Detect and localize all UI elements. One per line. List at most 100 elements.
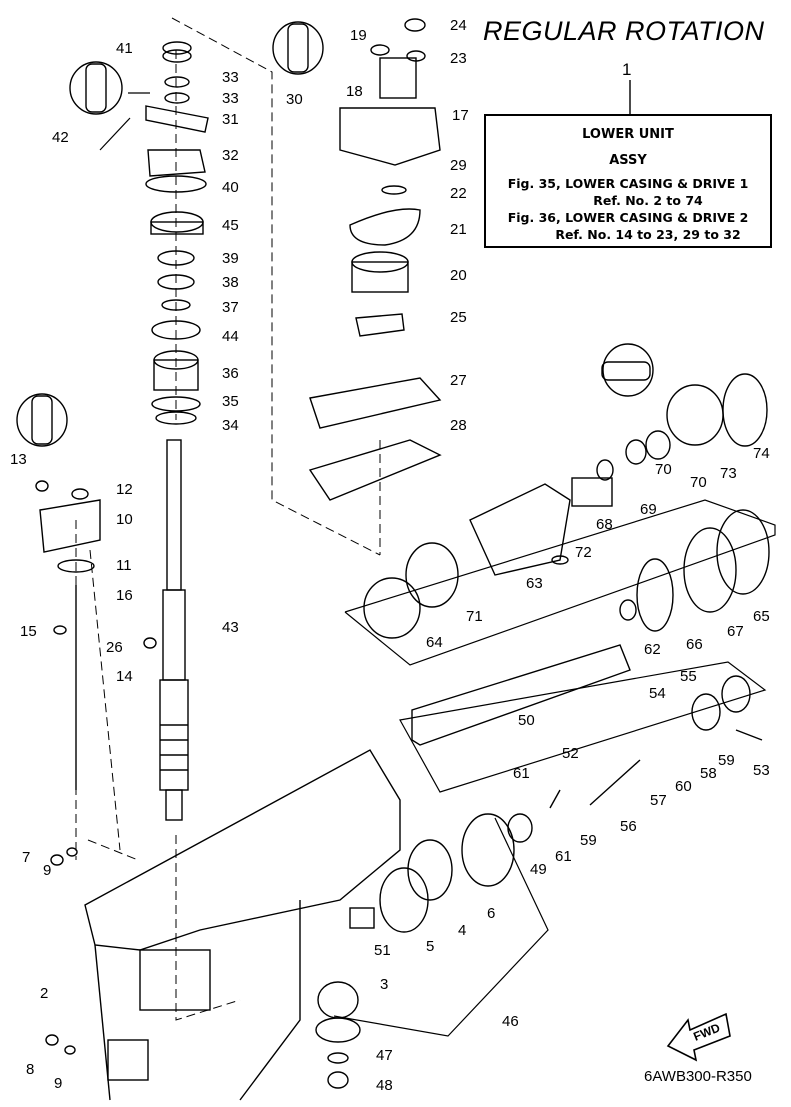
- callout-44: 44: [222, 328, 239, 345]
- callout-12: 12: [116, 481, 133, 498]
- callout-38: 38: [222, 274, 239, 291]
- callout-33-b: 33: [222, 90, 239, 107]
- callout-70-a: 70: [655, 461, 672, 478]
- page-title: REGULAR ROTATION: [483, 16, 765, 46]
- callout-18: 18: [346, 83, 363, 100]
- callout-62: 62: [644, 641, 661, 658]
- shift-linkage: [35, 480, 157, 1055]
- callout-73: 73: [720, 465, 737, 482]
- callout-59-a: 59: [718, 752, 735, 769]
- callout-51: 51: [374, 942, 391, 959]
- callout-9-b: 9: [54, 1075, 62, 1092]
- callout-64: 64: [426, 634, 443, 651]
- callout-27: 27: [450, 372, 467, 389]
- callout-19: 19: [350, 27, 367, 44]
- grease-tube-icon-d: [601, 343, 654, 397]
- callout-49: 49: [530, 861, 547, 878]
- callout-29: 29: [450, 157, 467, 174]
- water-pump-stack: [308, 18, 442, 501]
- callout-72: 72: [575, 544, 592, 561]
- fwd-arrow-icon: FWD: [666, 1012, 731, 1062]
- callout-24: 24: [450, 17, 467, 34]
- shaft-bearing-stack: [145, 41, 209, 425]
- callout-23: 23: [450, 50, 467, 67]
- callout-71: 71: [466, 608, 483, 625]
- drive-shaft: [159, 439, 189, 821]
- callout-57: 57: [650, 792, 667, 809]
- grease-tube-icon-b: [272, 21, 324, 75]
- callout-53: 53: [753, 762, 770, 779]
- info-box-line-5: Fig. 36, LOWER CASING & DRIVE 2: [507, 210, 749, 225]
- callout-26: 26: [106, 639, 123, 656]
- callout-61-a: 61: [513, 765, 530, 782]
- callout-13: 13: [10, 451, 27, 468]
- callout-45: 45: [222, 217, 239, 234]
- callout-22: 22: [450, 185, 467, 202]
- callout-36: 36: [222, 365, 239, 382]
- callout-17: 17: [452, 107, 469, 124]
- reference-callouts: 41 33 33 31 42 32 40 45 39 38 37 44 36 3…: [10, 17, 770, 1094]
- info-box-line-4: Ref. No. 2 to 74: [593, 193, 703, 208]
- callout-20: 20: [450, 267, 467, 284]
- callout-15: 15: [20, 623, 37, 640]
- callout-54: 54: [649, 685, 666, 702]
- callout-3: 3: [380, 976, 388, 993]
- callout-61-b: 61: [555, 848, 572, 865]
- callout-4: 4: [458, 922, 466, 939]
- callout-63: 63: [526, 575, 543, 592]
- callout-31: 31: [222, 111, 239, 128]
- callout-30: 30: [286, 91, 303, 108]
- propeller-shaft-components: [315, 373, 770, 1089]
- subassembly-brackets: [99, 92, 776, 1037]
- callout-70-b: 70: [690, 474, 707, 491]
- callout-10: 10: [116, 511, 133, 528]
- callout-32: 32: [222, 147, 239, 164]
- callout-52: 52: [562, 745, 579, 762]
- grease-tube-icon-c: [16, 393, 68, 447]
- callout-69: 69: [640, 501, 657, 518]
- callout-58: 58: [700, 765, 717, 782]
- callout-41: 41: [116, 40, 133, 57]
- callout-55: 55: [680, 668, 697, 685]
- callout-59-b: 59: [580, 832, 597, 849]
- callout-67: 67: [727, 623, 744, 640]
- lower-casing: [84, 749, 401, 1101]
- info-box-line-2: ASSY: [609, 153, 647, 168]
- callout-16: 16: [116, 587, 133, 604]
- drawing-code: 6AWB300-R350: [644, 1068, 752, 1085]
- callout-35: 35: [222, 393, 239, 410]
- callout-74: 74: [753, 445, 770, 462]
- assembly-ref-number: 1: [622, 60, 632, 79]
- callout-8: 8: [26, 1061, 34, 1078]
- callout-9-a: 9: [43, 862, 51, 879]
- callout-56: 56: [620, 818, 637, 835]
- callout-14: 14: [116, 668, 133, 685]
- callout-2: 2: [40, 985, 48, 1002]
- callout-65: 65: [753, 608, 770, 625]
- callout-47: 47: [376, 1047, 393, 1064]
- callout-39: 39: [222, 250, 239, 267]
- callout-25: 25: [450, 309, 467, 326]
- info-box-line-3: Fig. 35, LOWER CASING & DRIVE 1: [507, 176, 749, 191]
- callout-5: 5: [426, 938, 434, 955]
- callout-68: 68: [596, 516, 613, 533]
- lower-unit-info-box: LOWER UNIT ASSY Fig. 35, LOWER CASING & …: [484, 114, 772, 248]
- callout-34: 34: [222, 417, 239, 434]
- grease-tube-icon-a: [69, 61, 123, 115]
- callout-42: 42: [52, 129, 69, 146]
- callout-6: 6: [487, 905, 495, 922]
- callout-50: 50: [518, 712, 535, 729]
- callout-40: 40: [222, 179, 239, 196]
- callout-33-a: 33: [222, 69, 239, 86]
- callout-48: 48: [376, 1077, 393, 1094]
- callout-46: 46: [502, 1013, 519, 1030]
- info-box-line-1: LOWER UNIT: [582, 127, 674, 142]
- callout-11: 11: [116, 557, 132, 574]
- callout-28: 28: [450, 417, 467, 434]
- callout-43: 43: [222, 619, 239, 636]
- callout-37: 37: [222, 299, 239, 316]
- callout-21: 21: [450, 221, 467, 238]
- callout-66: 66: [686, 636, 703, 653]
